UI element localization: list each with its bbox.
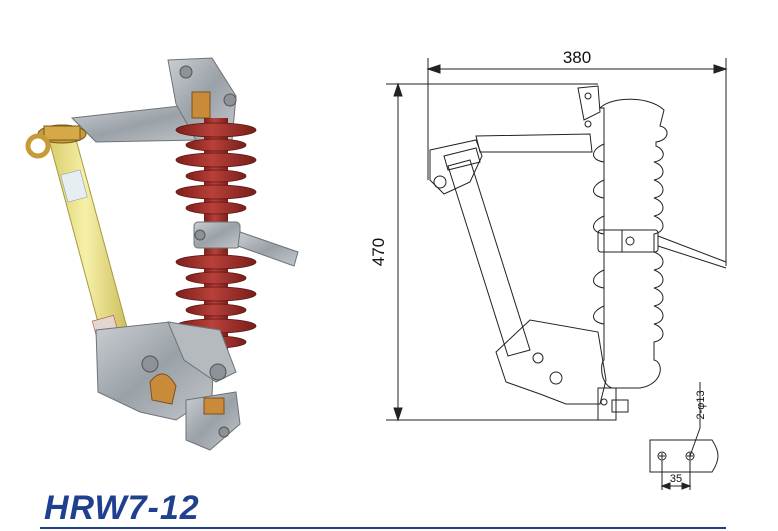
height-label: 470 xyxy=(369,238,388,266)
hole-spec-label: 2-φ13 xyxy=(695,390,707,419)
dimension-drawing xyxy=(386,58,728,490)
title-underline xyxy=(40,527,726,529)
model-title: HRW7-12 xyxy=(44,489,200,527)
product-photo xyxy=(25,57,299,451)
mounting-plate-detail xyxy=(649,439,719,473)
insulator-sheds xyxy=(175,122,257,349)
width-label: 380 xyxy=(563,48,591,67)
hole-spacing-label: 35 xyxy=(670,473,682,485)
